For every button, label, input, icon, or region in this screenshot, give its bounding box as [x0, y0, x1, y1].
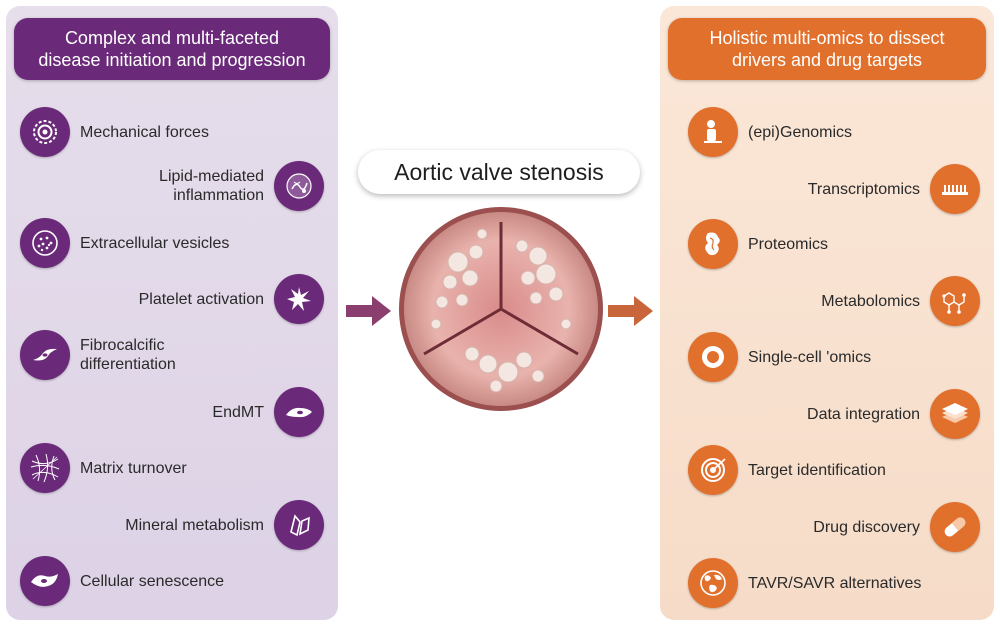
item-label: Platelet activation: [138, 290, 264, 308]
left-panel: Complex and multi-faceted disease initia…: [6, 6, 338, 620]
list-item-tavr-savr-alternatives: TAVR/SAVR alternatives: [688, 558, 921, 608]
item-label: Mineral metabolism: [125, 516, 264, 534]
arrow-right-icon: [608, 296, 653, 326]
right-panel-header: Holistic multi-omics to dissect drivers …: [668, 18, 986, 80]
right-panel: Holistic multi-omics to dissect drivers …: [660, 6, 994, 620]
item-label: Data integration: [807, 405, 920, 423]
list-item-platelet-activation: Platelet activation: [139, 274, 324, 324]
item-label: EndMT: [212, 403, 264, 421]
list-item-mineral-metabolism: Mineral metabolism: [125, 500, 324, 550]
endothelial-cell-icon: [274, 387, 324, 437]
fibroblast-icon: [20, 330, 70, 380]
aortic-valve-illustration: [399, 207, 603, 411]
item-label: Fibrocalcific differentiation: [80, 337, 176, 373]
left-header-line2: disease initiation and progression: [38, 50, 306, 70]
list-item-target-identification: Target identification: [688, 445, 886, 495]
vesicle-icon: [20, 218, 70, 268]
platelet-icon: [274, 274, 324, 324]
list-item-single-cell-omics: Single-cell 'omics: [688, 332, 871, 382]
list-item-cellular-senescence: Cellular senescence: [20, 556, 224, 606]
list-item-transcriptomics: Transcriptomics: [808, 164, 980, 214]
gear-icon: [20, 107, 70, 157]
globe-icon: [688, 558, 738, 608]
center-title-text: Aortic valve stenosis: [394, 158, 604, 185]
item-label: Target identification: [748, 461, 886, 479]
molecule-icon: [930, 276, 980, 326]
list-item-matrix-turnover: Matrix turnover: [20, 443, 187, 493]
matrix-fibers-icon: [20, 443, 70, 493]
left-header-line1: Complex and multi-faceted: [64, 28, 280, 48]
list-item-lipid-inflammation: Lipid-mediated inflammation: [134, 161, 324, 211]
item-label: Mechanical forces: [80, 123, 209, 141]
senescent-cell-icon: [20, 556, 70, 606]
left-panel-header: Complex and multi-faceted disease initia…: [14, 18, 330, 80]
item-label: Cellular senescence: [80, 572, 225, 590]
rna-strand-icon: [930, 164, 980, 214]
right-header-line2: drivers and drug targets: [731, 50, 923, 70]
lipid-icon: [274, 161, 324, 211]
item-label: Proteomics: [748, 235, 829, 253]
layers-icon: [930, 389, 980, 439]
list-item-drug-discovery: Drug discovery: [813, 502, 980, 552]
arrow-right-icon: [346, 296, 391, 326]
item-label: Matrix turnover: [80, 459, 187, 477]
item-label: Extracellular vesicles: [80, 234, 230, 252]
list-item-extracellular-vesicles: Extracellular vesicles: [20, 218, 229, 268]
pill-icon: [930, 502, 980, 552]
item-label: TAVR/SAVR alternatives: [748, 574, 922, 592]
target-icon: [688, 445, 738, 495]
crystal-icon: [274, 500, 324, 550]
item-label: Drug discovery: [813, 518, 920, 536]
right-header-line1: Holistic multi-omics to dissect: [709, 28, 945, 48]
list-item-proteomics: Proteomics: [688, 219, 828, 269]
center-title: Aortic valve stenosis: [358, 150, 640, 194]
item-label: (epi)Genomics: [748, 123, 853, 141]
item-label: Single-cell 'omics: [748, 348, 872, 366]
list-item-mechanical-forces: Mechanical forces: [20, 107, 209, 157]
dna-icon: [688, 107, 738, 157]
item-label: Transcriptomics: [807, 180, 920, 198]
list-item-fibrocalcific-differentiation: Fibrocalcific differentiation: [20, 330, 200, 380]
item-label: Lipid-mediated inflammation: [159, 168, 264, 204]
protein-icon: [688, 219, 738, 269]
list-item-endmt: EndMT: [212, 387, 324, 437]
single-cell-icon: [688, 332, 738, 382]
list-item-epigenomics: (epi)Genomics: [688, 107, 852, 157]
list-item-data-integration: Data integration: [807, 389, 980, 439]
list-item-metabolomics: Metabolomics: [821, 276, 980, 326]
item-label: Metabolomics: [821, 292, 920, 310]
